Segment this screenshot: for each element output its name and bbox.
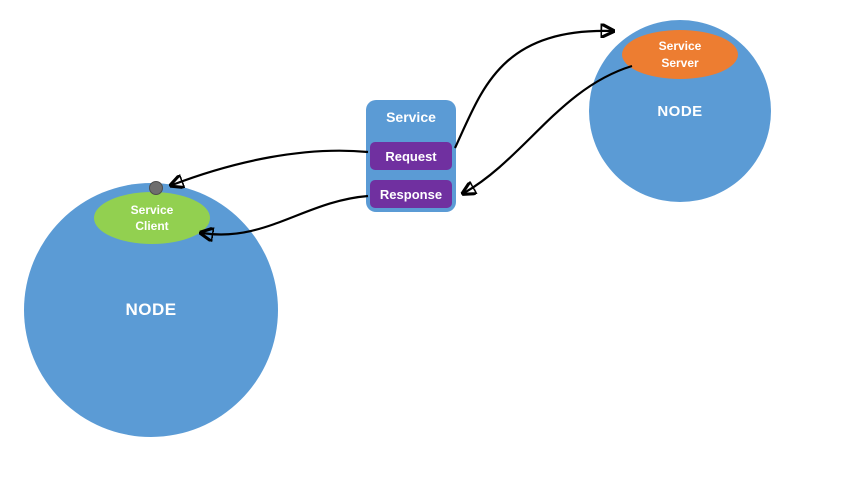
service-box-title: Service [386, 109, 436, 125]
arrow-request-to-server [454, 31, 612, 149]
server-node-label: NODE [657, 102, 703, 120]
service-server-label: Service Server [658, 39, 702, 70]
client-node-label: NODE [125, 300, 177, 319]
service-box: Service Request Response [366, 100, 456, 212]
connection-dot [149, 181, 163, 195]
arrow-request-to-client-dot [172, 149, 369, 185]
service-server-ellipse: Service Server [622, 30, 738, 79]
request-box: Request [370, 142, 452, 170]
service-client-ellipse: Service Client [94, 192, 210, 244]
service-client-label: Service Client [130, 202, 174, 233]
response-box: Response [370, 180, 452, 208]
